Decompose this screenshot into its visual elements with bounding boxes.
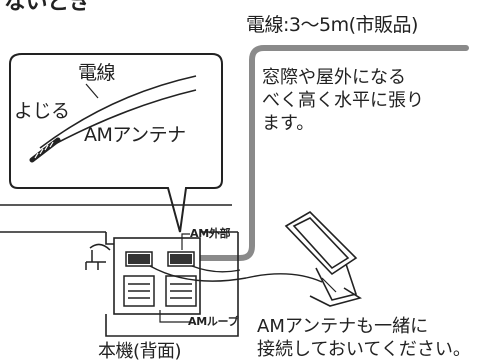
callout-bubble [9,53,223,233]
callout-am-antenna-label: AMアンテナ [84,124,186,146]
terminal-block [123,251,197,307]
am-loop-antenna [284,210,362,307]
loop-antenna-note: AMアンテナも一緒に 接続しておいてください。 [257,316,471,360]
twisted-wire-end [29,137,61,163]
callout-twist-label: よじる [14,100,70,122]
external-wire [177,45,469,261]
callout-wire-upper [39,75,197,149]
heading-fragment: ないとき [4,0,91,15]
am-external-terminal-label: AM外部 [190,227,231,240]
callout-wire-label: 電線 [78,62,116,84]
am-external-leader [181,233,190,250]
loop-antenna-cable [149,265,323,283]
am-loop-leader [159,310,190,323]
am-loop-terminal-label: AMループ [188,315,239,328]
unit-back-label: 本機(背面) [98,341,182,362]
wire-spec-label: 電線:3〜5m(市販品) [246,14,418,36]
install-note: 窓際や屋外になる べく高く水平に張り ます。 [262,67,424,134]
